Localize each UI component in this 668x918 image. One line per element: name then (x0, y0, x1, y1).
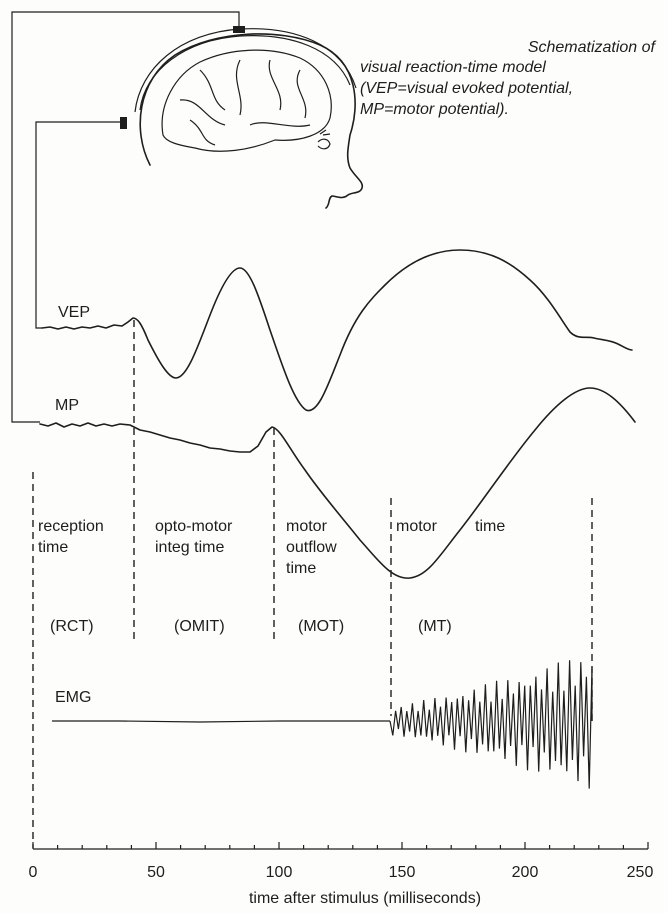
axis-ticks (32, 842, 649, 849)
phase-omit-abbr: (OMIT) (174, 618, 225, 635)
figure-caption: Schematization of visual reaction-time m… (360, 39, 657, 118)
phase-mt-line-1: motor (396, 518, 438, 535)
mp-label: MP (55, 397, 79, 414)
caption-line-3: (VEP=visual evoked potential, (360, 80, 573, 97)
tick-label-150: 150 (389, 864, 416, 881)
caption-line-2: visual reaction-time model (360, 59, 546, 76)
tick-label-250: 250 (627, 864, 654, 881)
vep-trace (41, 249, 633, 412)
tick-label-200: 200 (512, 864, 539, 881)
phase-rct-abbr: (RCT) (50, 618, 94, 635)
phase-boundaries (32, 320, 593, 848)
phase-omit-line-1: opto-motor (155, 518, 233, 535)
phase-mot-line-1: motor (286, 518, 328, 535)
phase-rct-line-2: time (38, 539, 68, 556)
mp-trace (39, 387, 636, 579)
vep-label: VEP (58, 304, 90, 321)
head-illustration (120, 26, 364, 209)
tick-label-100: 100 (266, 864, 293, 881)
phase-mt-line-2: time (475, 518, 505, 535)
vep-electrode-wire (11, 11, 240, 423)
scalp-electrode-top (233, 26, 245, 33)
axis-title: time after stimulus (milliseconds) (249, 890, 481, 907)
caption-line-1: Schematization of (528, 39, 657, 56)
phase-omit-line-2: integ time (155, 539, 224, 556)
tick-label-50: 50 (147, 864, 165, 881)
tick-label-0: 0 (29, 864, 38, 881)
scalp-electrode-side (120, 117, 127, 129)
caption-line-4: MP=motor potential). (360, 101, 509, 118)
phase-mot-line-2: outflow (286, 539, 337, 556)
mp-electrode-wire (35, 121, 120, 329)
phase-mot-abbr: (MOT) (298, 618, 344, 635)
emg-label: EMG (55, 689, 91, 706)
phase-mot-line-3: time (286, 560, 316, 577)
phase-mt-abbr: (MT) (418, 618, 452, 635)
time-axis: 0 50 100 150 200 250 time after stimulus… (29, 842, 654, 907)
emg-trace (52, 660, 593, 789)
phase-rct-line-1: reception (38, 518, 104, 535)
phase-labels: reception time (RCT) opto-motor integ ti… (38, 518, 505, 635)
